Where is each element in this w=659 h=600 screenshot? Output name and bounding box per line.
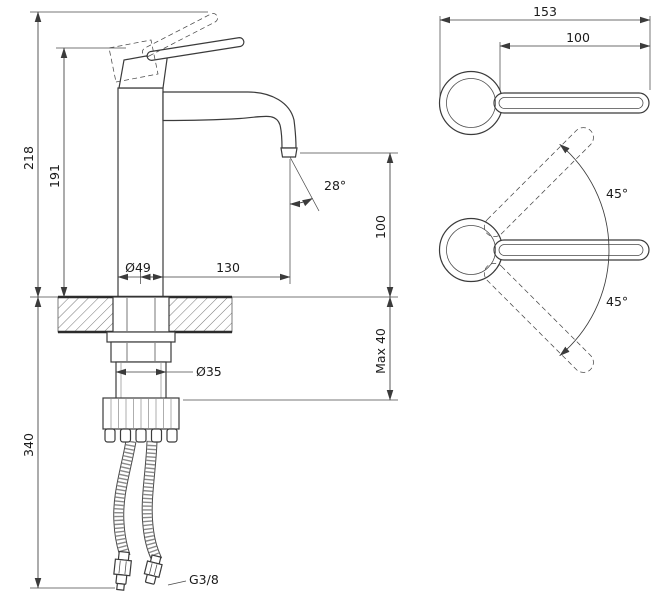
label-hose-thread-text: G3/8 (189, 572, 219, 587)
lever-swing (493, 239, 650, 261)
dim-body-height: 191 (47, 47, 68, 298)
dim-hose-length-label: 340 (21, 433, 36, 457)
dim-max-deck-thickness-label: Max 40 (373, 328, 388, 374)
handle-body-top-inner (446, 78, 496, 128)
dim-spout-angle: 28° (289, 156, 346, 212)
dim-spout-reach: 130 (140, 260, 291, 281)
lever-swing-inner (498, 244, 644, 256)
faucet-body (117, 87, 164, 298)
hose-connector-right (143, 554, 163, 585)
dim-total-length: 153 (439, 4, 651, 24)
lever-top (493, 92, 650, 114)
shank-cylinder (115, 361, 167, 401)
top-view-length: 153 100 (438, 4, 651, 136)
spout-aerator (280, 147, 298, 158)
lever-swing-up-dashed (483, 127, 594, 238)
lever-swing-down-dashed (483, 262, 594, 373)
dim-swing-down-label: 45° (606, 294, 628, 309)
handle-body-swing (438, 217, 504, 283)
front-view (57, 13, 298, 591)
handle-body-top (438, 70, 504, 136)
handle-cap-raised-dashed (108, 39, 159, 83)
handle-body-swing-inner (446, 225, 496, 275)
label-hose-thread: G3/8 (167, 572, 219, 587)
handle-lever (146, 36, 245, 62)
dim-swing-up-label: 45° (606, 186, 628, 201)
dim-hose-length: 340 (21, 296, 42, 589)
hose-connector-left (113, 550, 132, 591)
dim-total-length-label: 153 (533, 4, 557, 19)
front-view-dimensions: 218 191 340 100 Max 40 Ø49 130 (21, 11, 398, 589)
extension-lines (30, 11, 398, 589)
dim-base-diameter-label: Ø49 (125, 260, 151, 275)
lever-top-inner (498, 97, 644, 109)
dim-spout-height-label: 100 (373, 215, 388, 239)
dim-shank-diameter-label: Ø35 (196, 364, 222, 379)
dim-spout-reach-label: 130 (216, 260, 240, 275)
faucet-spout (162, 91, 297, 149)
dim-total-height: 218 (21, 11, 42, 298)
dim-max-deck-thickness: Max 40 (373, 296, 394, 401)
washer (106, 331, 176, 343)
mounting-hardware (106, 296, 176, 401)
dim-lever-length-label: 100 (566, 30, 590, 45)
handle-lever-raised-dashed (142, 13, 218, 57)
mounting-nut (110, 341, 172, 363)
dim-body-height-label: 191 (47, 164, 62, 188)
dim-shank-diameter: Ø35 (115, 364, 222, 379)
mounting-shank (112, 296, 170, 333)
dim-spout-height: 100 (373, 152, 394, 298)
dim-spout-angle-label: 28° (324, 178, 346, 193)
dim-total-height-label: 218 (21, 146, 36, 170)
flexible-hoses (113, 440, 163, 563)
swing-arc (559, 143, 610, 357)
knurled-mounting-cap (102, 397, 180, 443)
dim-lever-length: 100 (499, 30, 651, 50)
top-view-swing: 45° 45° (438, 127, 650, 373)
